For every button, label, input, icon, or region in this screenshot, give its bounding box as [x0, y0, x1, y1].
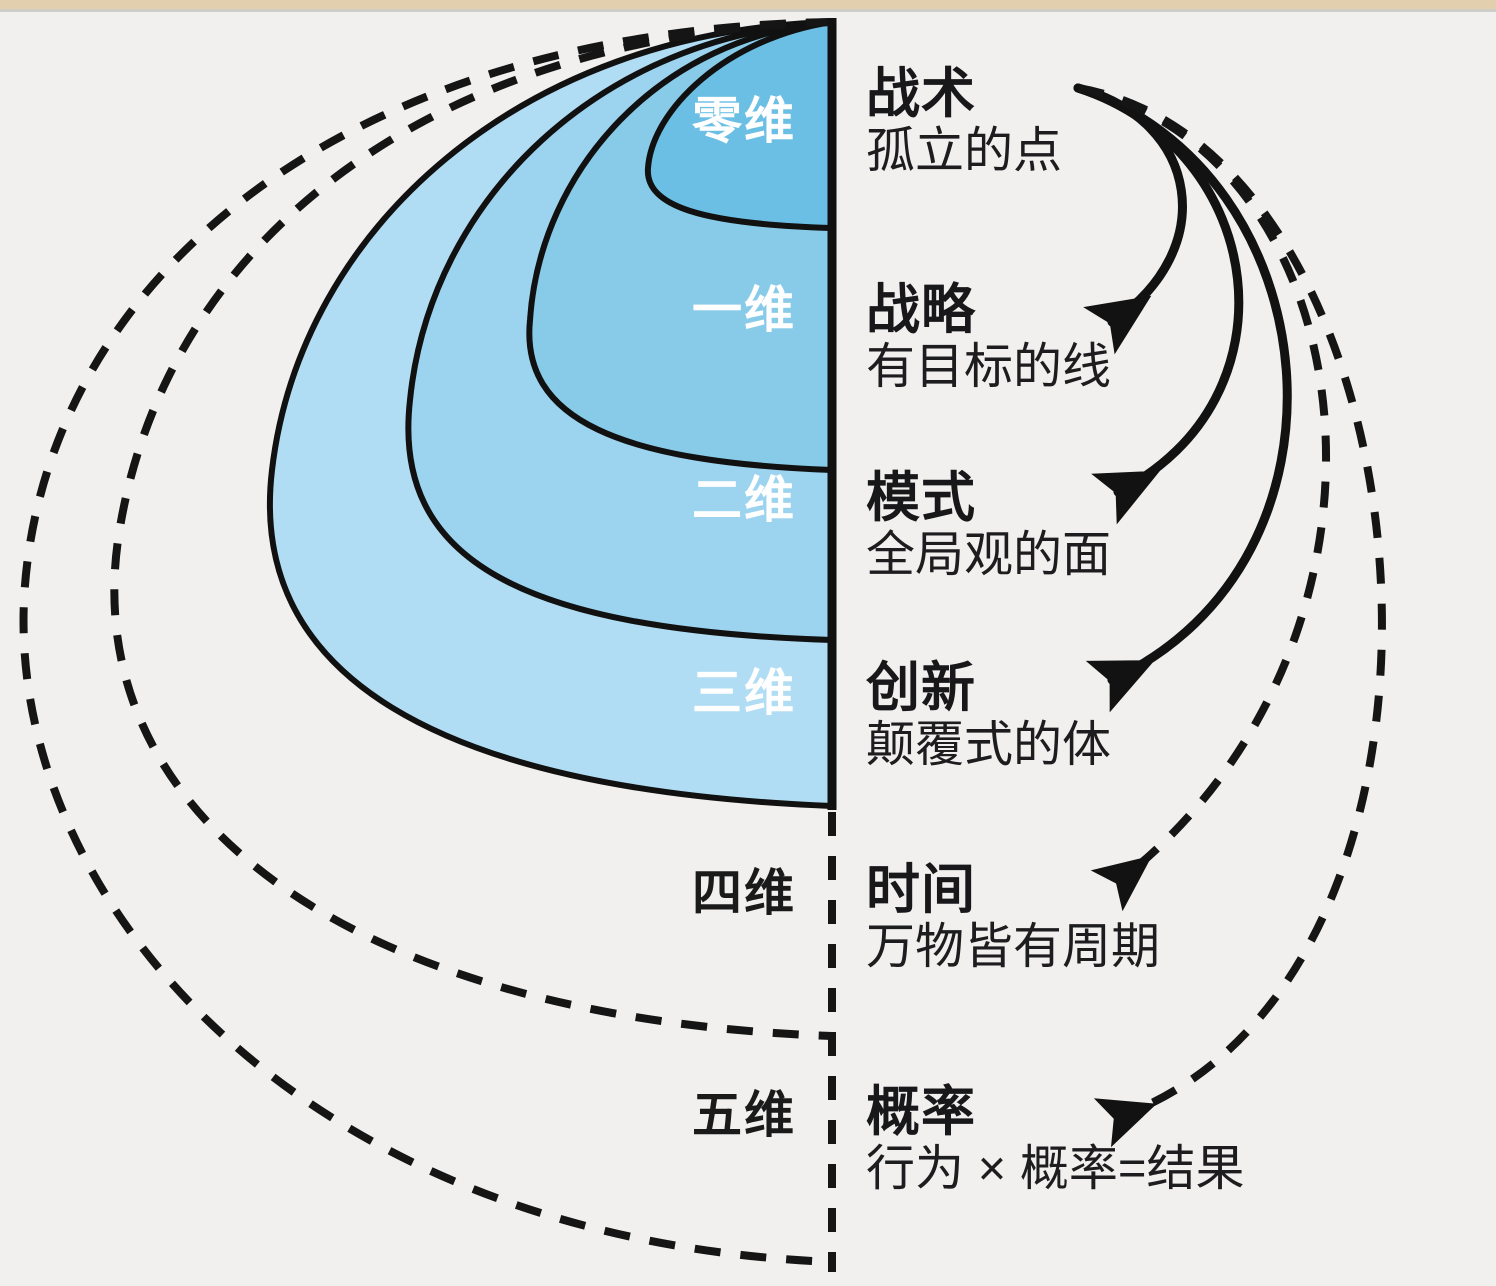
- dim-label-5d: 五维: [692, 1087, 796, 1143]
- entry-4d-title: 时间: [866, 860, 976, 920]
- arrow-dashed-to-time: [1077, 84, 1331, 912]
- entry-4d-sub: 万物皆有周期: [866, 920, 1161, 975]
- entry-0d: 战术 孤立的点: [866, 66, 1062, 178]
- layer-arc-0d: [644, 19, 835, 231]
- entry-1d-title: 战略: [866, 280, 976, 340]
- entry-2d: 模式 全局观的面: [866, 470, 1111, 582]
- entry-0d-sub: 孤立的点: [866, 124, 1063, 179]
- entry-5d-title: 概率: [866, 1082, 976, 1142]
- dim-label-2d: 二维: [692, 472, 796, 528]
- arrow-tactic-to-innovation: [1073, 83, 1292, 713]
- dashed-arc-4d-left: [110, 18, 833, 1040]
- entry-2d-title: 模式: [866, 468, 976, 528]
- arrow-dashed-to-probability: [1077, 84, 1386, 1148]
- dim-label-1d: 一维: [692, 282, 796, 338]
- entry-1d: 战略 有目标的线: [866, 282, 1111, 394]
- entry-1d-sub: 有目标的线: [866, 340, 1112, 395]
- dim-label-0d: 零维: [692, 93, 796, 149]
- top-paper-strip: [0, 0, 1496, 12]
- dashed-arc-5d-left: [19, 18, 833, 1266]
- entry-4d: 时间 万物皆有周期: [866, 862, 1160, 974]
- entry-5d-sub: 行为 × 概率=结果: [866, 1142, 1245, 1197]
- entry-0d-title: 战术: [866, 64, 976, 124]
- dim-label-3d: 三维: [692, 665, 796, 721]
- dim-label-4d: 四维: [692, 865, 796, 921]
- entry-3d: 创新 颠覆式的体: [866, 660, 1111, 772]
- entry-3d-title: 创新: [866, 658, 976, 718]
- entry-2d-sub: 全局观的面: [866, 528, 1112, 583]
- entry-3d-sub: 颠覆式的体: [866, 718, 1112, 773]
- entry-5d: 概率 行为 × 概率=结果: [866, 1084, 1244, 1196]
